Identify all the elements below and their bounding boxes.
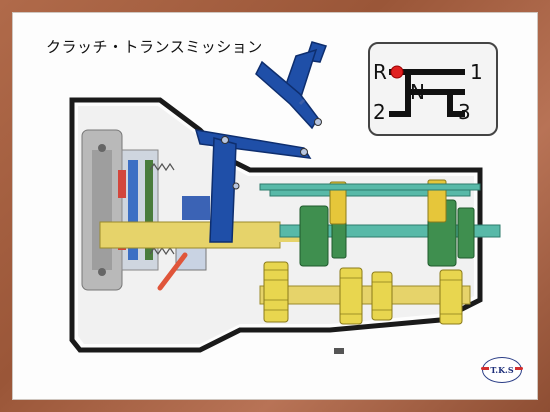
- gear-teeth: [264, 269, 462, 315]
- gear-position-indicator: [390, 65, 404, 79]
- input-shaft: [99, 221, 300, 249]
- countershaft: [259, 285, 471, 305]
- pedal-spring: [298, 98, 306, 106]
- gate-label-r: R: [373, 60, 387, 84]
- counter-gears: [263, 261, 463, 325]
- tks-logo: T.K.S: [481, 357, 523, 383]
- pivot-pins: [221, 118, 322, 190]
- flywheel: [81, 129, 123, 291]
- diagram-title: クラッチ・トランスミッション: [46, 38, 263, 56]
- gate-label-2: 2: [373, 100, 386, 124]
- release-fork: [157, 252, 188, 291]
- gate-label-3: 3: [458, 100, 471, 124]
- shift-rail: [259, 183, 481, 191]
- release-bearing: [182, 196, 210, 220]
- drain-plug: [334, 348, 344, 354]
- gate-label-1: 1: [470, 60, 483, 84]
- gate-label-n: N: [410, 80, 425, 104]
